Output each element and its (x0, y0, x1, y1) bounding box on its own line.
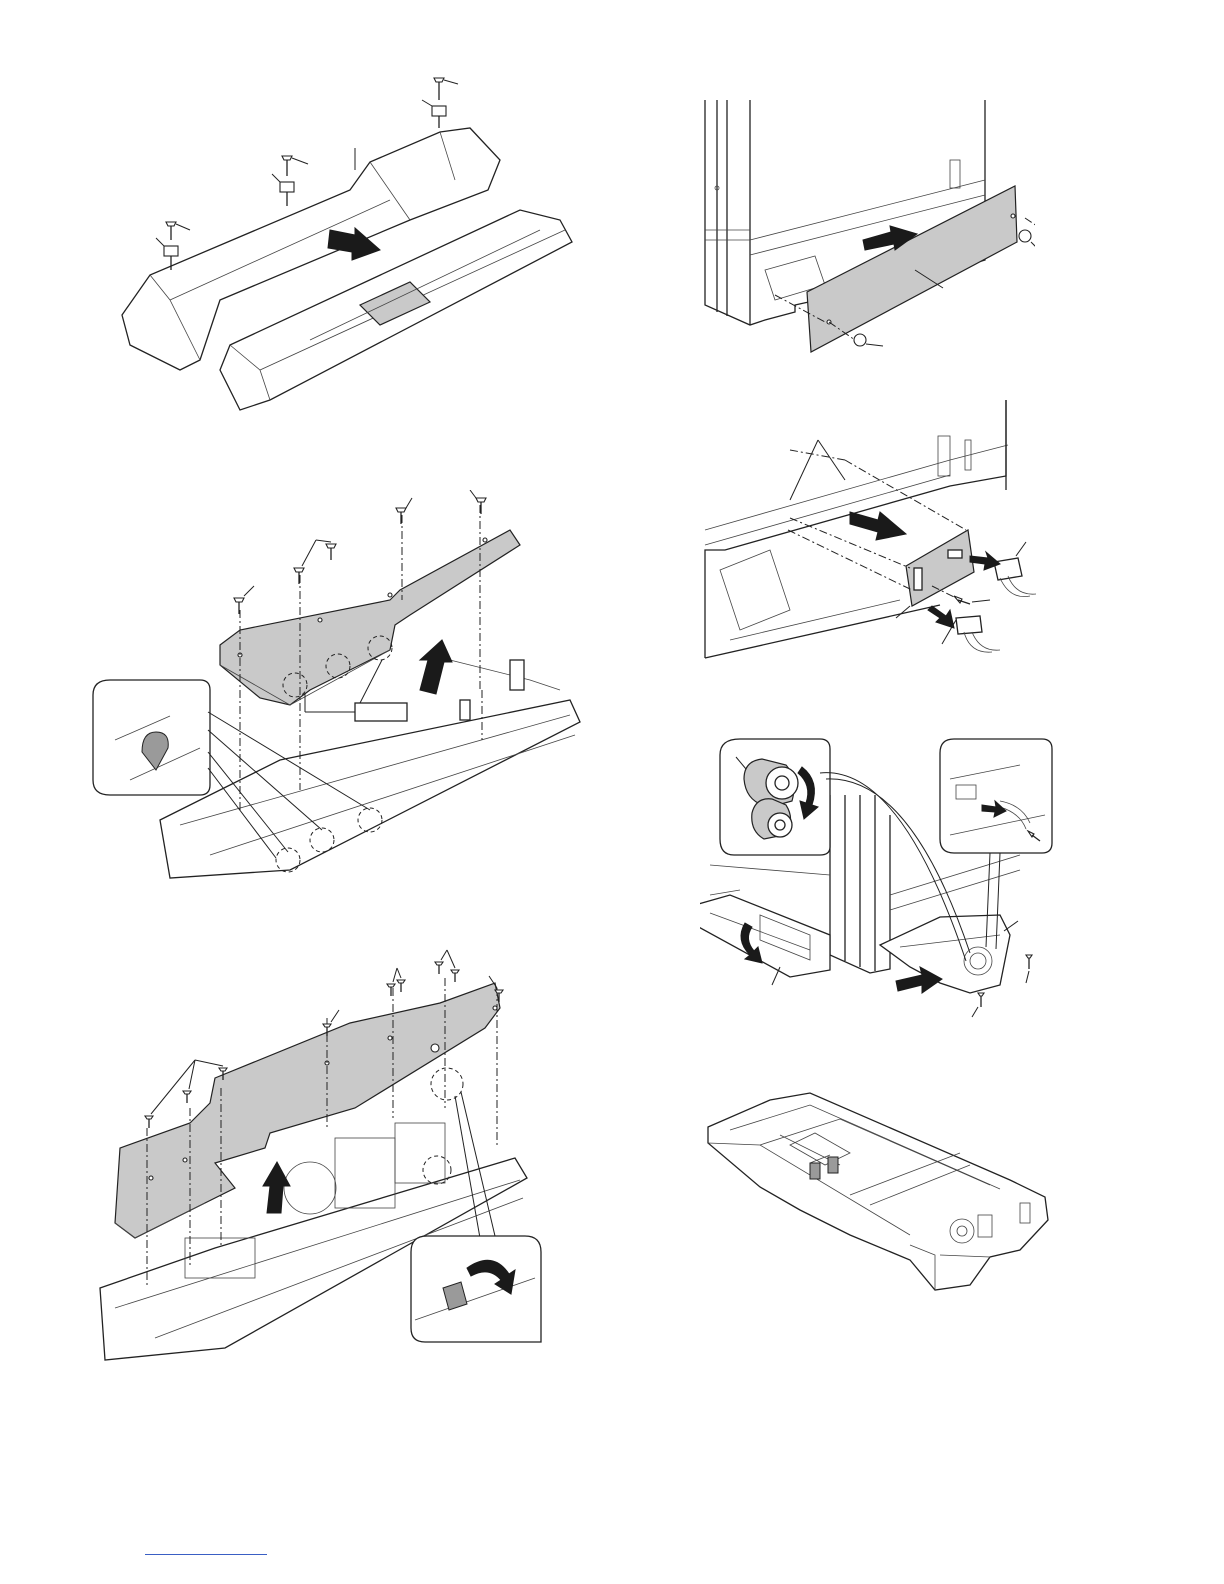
front-panel-removal-diagram (695, 90, 1035, 360)
paper-feed-removal-diagram (700, 735, 1060, 1020)
screw-icon (422, 100, 446, 128)
figure-cover-removal (110, 70, 590, 420)
figure-front-panel-removal (695, 90, 1035, 360)
figure-sub-pwb-removal (700, 400, 1040, 670)
screw-icon (397, 980, 405, 992)
figure-paper-feed-unit (700, 1085, 1055, 1305)
screw-icon (272, 174, 294, 206)
removal-arrow-icon (850, 512, 906, 540)
figure-pwb-removal (90, 490, 590, 880)
pwb-board (220, 530, 520, 705)
screw-icon (183, 1091, 191, 1103)
screw-icon (166, 222, 190, 240)
screw-icon (470, 490, 486, 514)
screw-icon (972, 993, 984, 1017)
main-pwb-removal-diagram (95, 948, 555, 1368)
screw-icon (435, 962, 443, 974)
screw-icon (396, 498, 412, 524)
paper-feed-unit (708, 1093, 1048, 1290)
screw-icon (234, 586, 254, 614)
removal-arrow-icon (263, 1162, 290, 1213)
screw-icon (451, 970, 459, 982)
paper-feed-unit-diagram (700, 1085, 1055, 1305)
screw-icon (145, 1116, 153, 1128)
screw-icon (387, 984, 395, 996)
detail-view-connector (940, 739, 1052, 853)
callout-label-box (355, 703, 407, 721)
screw-icon (954, 596, 970, 604)
sub-pwb-removal-diagram (700, 400, 1040, 670)
screw-icon (1019, 230, 1035, 252)
screw-icon (326, 544, 336, 560)
detail-view-hook (411, 1236, 541, 1342)
screw-icon (282, 156, 308, 176)
screw-icon (434, 78, 458, 100)
screw-icon (1026, 955, 1032, 983)
footer-link-rule[interactable] (145, 1554, 267, 1555)
figure-paper-feed-removal (700, 735, 1060, 1020)
removal-arrow-icon (420, 640, 452, 694)
screw-icon (294, 568, 304, 584)
pwb-removal-diagram (90, 490, 590, 880)
figure-main-pwb-removal (95, 948, 555, 1368)
screw-icon (854, 334, 883, 346)
cover-removal-diagram (110, 70, 590, 420)
